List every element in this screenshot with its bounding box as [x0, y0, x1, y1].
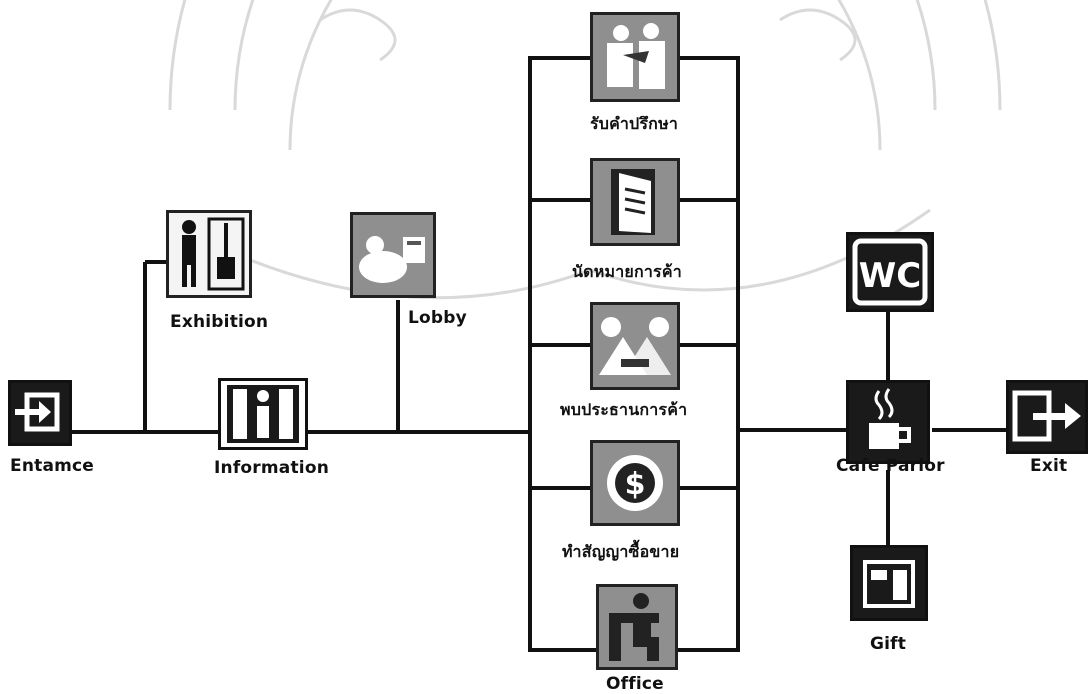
cafe-label: Cafe Parlor	[836, 456, 945, 476]
lobby-icon	[350, 212, 436, 298]
exit-icon	[1006, 380, 1088, 454]
entrance-label: Entamce	[10, 456, 95, 476]
exit-label: Exit	[1030, 456, 1068, 476]
exhibition-icon	[166, 210, 252, 298]
contract-label: ทำสัญญาซื้อขาย	[562, 542, 680, 561]
information-icon	[218, 378, 308, 450]
entrance-icon	[8, 380, 72, 446]
svg-text:$: $	[625, 467, 646, 502]
wc-icon: WC	[846, 232, 934, 312]
office-icon	[596, 584, 678, 670]
office-label: Office	[606, 674, 664, 694]
lobby-label: Lobby	[408, 308, 467, 328]
consultation-icon	[590, 12, 680, 102]
appointment-icon	[590, 158, 680, 246]
meeting-label: พบประธานการค้า	[560, 400, 688, 419]
contract-icon: $	[590, 440, 680, 526]
appointment-label: นัดหมายการค้า	[572, 262, 682, 281]
exhibition-label: Exhibition	[170, 312, 269, 332]
information-label: Information	[214, 458, 330, 478]
consultation-label: รับคำปรึกษา	[590, 114, 679, 133]
gift-icon	[850, 545, 928, 621]
cafe-icon	[846, 380, 930, 464]
meeting-icon	[590, 302, 680, 390]
gift-label: Gift	[870, 634, 907, 654]
wc-sign-text: WC	[859, 256, 921, 296]
